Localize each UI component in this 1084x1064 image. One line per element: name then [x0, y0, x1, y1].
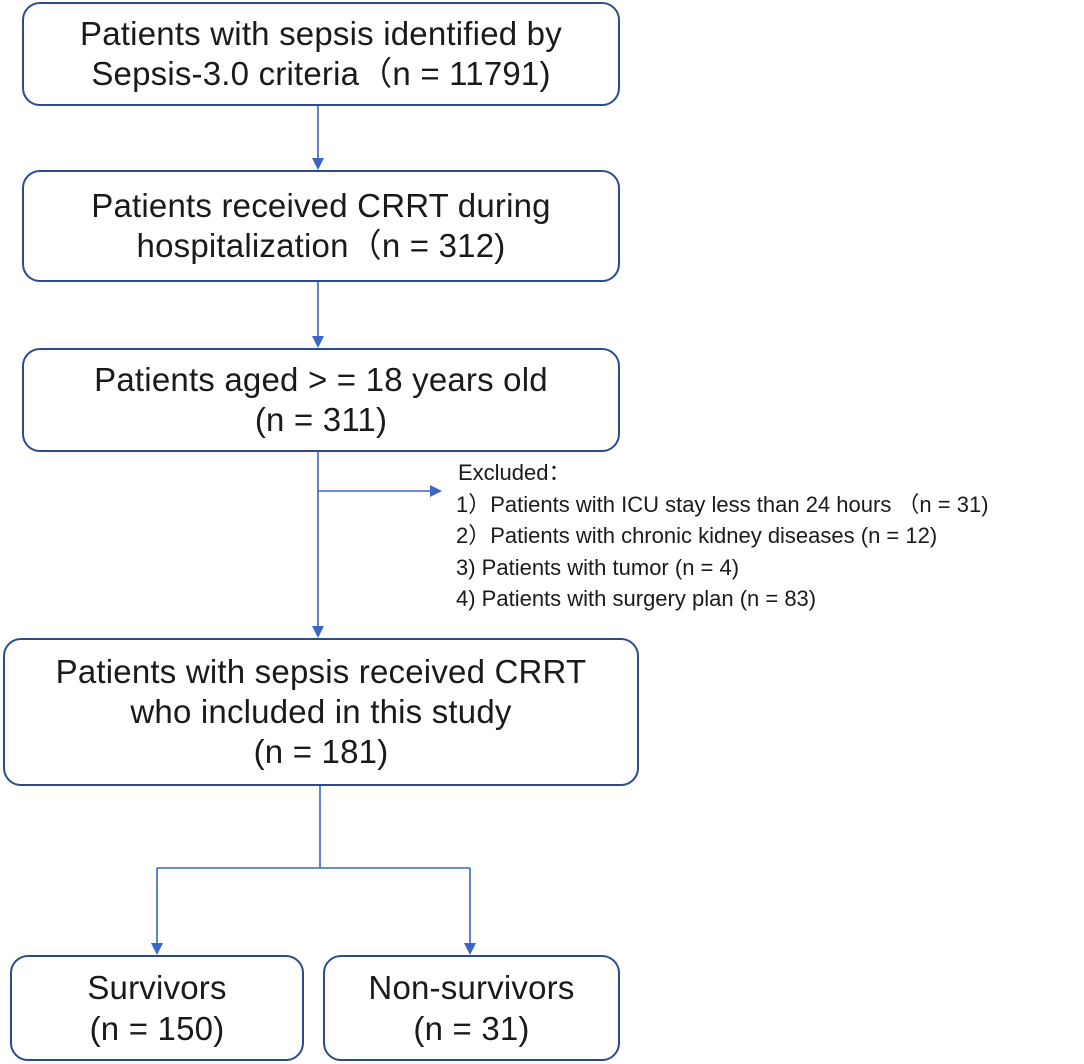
box-aged-18-plus: Patients aged > = 18 years old (n = 311)	[22, 348, 620, 452]
box-sepsis-identified: Patients with sepsis identified by Sepsi…	[22, 2, 620, 106]
box-received-crrt: Patients received CRRT during hospitaliz…	[22, 170, 620, 282]
exclusion-header: Excluded：	[458, 460, 571, 485]
box-line: Patients received CRRT during	[91, 186, 551, 224]
exclusion-list: Excluded： 1）Patients with ICU stay less …	[456, 459, 1082, 614]
box-line: (n = 181)	[253, 733, 389, 771]
box-non-survivors: Non-survivors (n = 31)	[323, 955, 620, 1061]
box-included-in-study: Patients with sepsis received CRRT who i…	[3, 638, 639, 786]
box-line: Patients with sepsis identified by	[80, 14, 562, 52]
box-line: (n = 31)	[413, 1010, 530, 1047]
box-line: Survivors	[87, 968, 227, 1006]
box-line: who included in this study	[130, 692, 512, 730]
box-survivors: Survivors (n = 150)	[10, 955, 304, 1061]
exclusion-item: 3) Patients with tumor (n = 4)	[456, 554, 740, 580]
box-line: (n = 311)	[254, 401, 388, 438]
box-line: Patients with sepsis received CRRT	[55, 652, 587, 690]
box-line: Patients aged > = 18 years old	[94, 360, 548, 398]
box-line: (n = 150)	[89, 1010, 225, 1047]
box-line: Non-survivors	[368, 968, 575, 1006]
box-line: hospitalization（n = 312)	[136, 227, 506, 264]
exclusion-item: 1）Patients with ICU stay less than 24 ho…	[456, 491, 989, 517]
exclusion-item: 4) Patients with surgery plan (n = 83)	[456, 586, 817, 612]
box-line: Sepsis-3.0 criteria（n = 11791)	[91, 55, 551, 92]
exclusion-item: 2）Patients with chronic kidney diseases …	[456, 523, 938, 549]
